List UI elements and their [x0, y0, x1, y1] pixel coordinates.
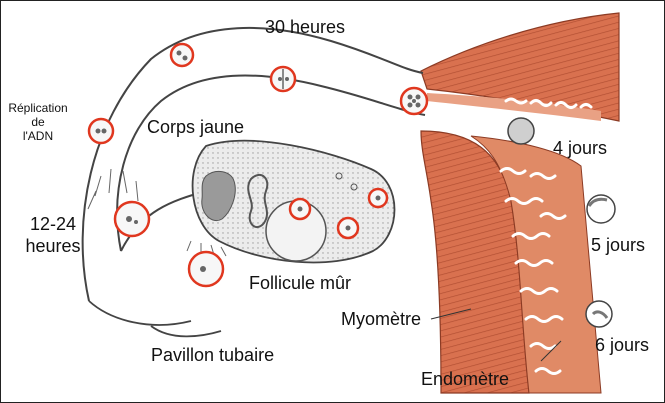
- label-6-jours: 6 jours: [595, 335, 649, 356]
- blastocyst-day4: [508, 118, 534, 144]
- label-5-jours: 5 jours: [591, 235, 645, 256]
- label-pavillon-tubaire: Pavillon tubaire: [151, 345, 274, 366]
- zygote-top: [171, 44, 193, 66]
- label-follicule-mur: Follicule mûr: [249, 273, 351, 294]
- label-myometre: Myomètre: [341, 309, 421, 330]
- fimbriae: [89, 301, 221, 336]
- replication-cell: [89, 119, 113, 143]
- blastocyst-day6: [586, 301, 612, 327]
- label-replication: Réplication de l'ADN: [7, 101, 69, 143]
- label-endometre: Endomètre: [421, 369, 509, 390]
- label-12-24-heures: 12-24 heures: [25, 213, 81, 257]
- label-corps-jaune: Corps jaune: [147, 117, 244, 138]
- label-4-jours: 4 jours: [553, 138, 607, 159]
- label-30-heures: 30 heures: [265, 17, 345, 38]
